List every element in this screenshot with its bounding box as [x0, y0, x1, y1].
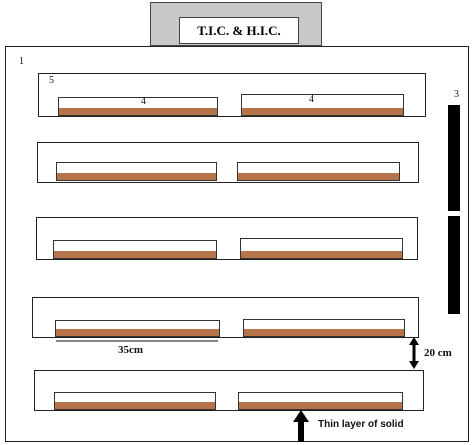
solid-layer — [59, 108, 217, 115]
solid-layer — [244, 329, 404, 336]
solid-layer — [54, 251, 216, 258]
upper-black-bar — [448, 105, 460, 211]
shelf-5-tray-left — [54, 392, 216, 410]
shelf-4-tray-right — [243, 319, 405, 337]
solid-layer — [57, 173, 216, 180]
lower-black-bar — [448, 216, 460, 314]
shelf-spacing-label: 20 cm — [424, 347, 452, 359]
solid-layer — [241, 251, 402, 258]
solid-layer — [238, 173, 399, 180]
shelf-number: 5 — [49, 75, 54, 86]
cabinet-number: 1 — [19, 56, 24, 67]
tray-number-right: 4 — [309, 94, 314, 105]
shelf-1-tray-right — [241, 94, 404, 116]
shelf-2-tray-left — [56, 162, 217, 181]
shelf-2-tray-right — [237, 162, 400, 181]
controller-label: T.I.C. & H.I.C. — [179, 17, 299, 44]
shelf-4-tray-left — [55, 320, 220, 337]
bar-number: 3 — [454, 89, 459, 100]
tray-number-left: 4 — [141, 96, 146, 107]
shelf-1-tray-left — [58, 97, 218, 116]
solid-layer-label: Thin layer of solid — [318, 419, 404, 430]
solid-layer — [56, 329, 219, 336]
solid-layer — [242, 108, 403, 115]
shelf-3-tray-left — [53, 240, 217, 259]
shelf-3-tray-right — [240, 238, 403, 259]
solid-layer — [239, 402, 402, 409]
tray-length-label: 35cm — [118, 344, 144, 356]
solid-layer — [55, 402, 215, 409]
shelf-5-tray-right — [238, 392, 403, 410]
